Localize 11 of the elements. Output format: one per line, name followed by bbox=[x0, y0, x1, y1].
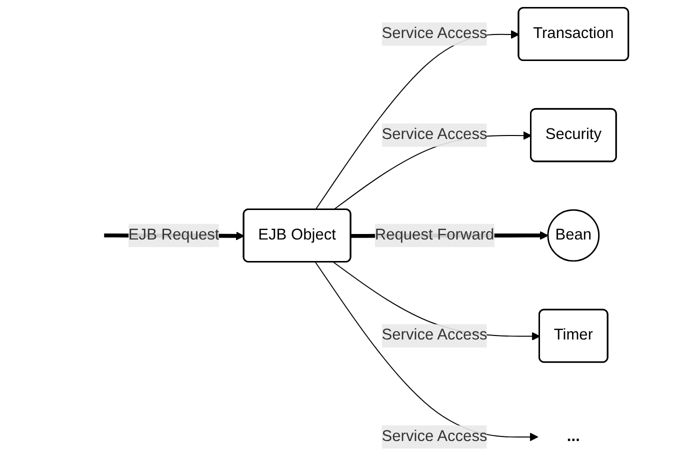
node-text: ... bbox=[566, 428, 580, 445]
node-circle bbox=[547, 209, 600, 262]
edge-label: Service Access bbox=[382, 428, 488, 445]
diagram: EJB Request Service Access Service Access Request Forward Service Access Service Access EJB Object Transaction Security Bean Timer ... bbox=[38, 0, 636, 471]
arrow bbox=[314, 30, 520, 210]
arrow bbox=[314, 262, 538, 442]
edge-label: Service Access bbox=[382, 327, 488, 344]
edge-label: Service Access bbox=[382, 126, 488, 143]
edge-label: EJB Request bbox=[128, 226, 220, 244]
edge-label: Request Forward bbox=[374, 226, 494, 244]
edge-label: Service Access bbox=[382, 25, 488, 42]
